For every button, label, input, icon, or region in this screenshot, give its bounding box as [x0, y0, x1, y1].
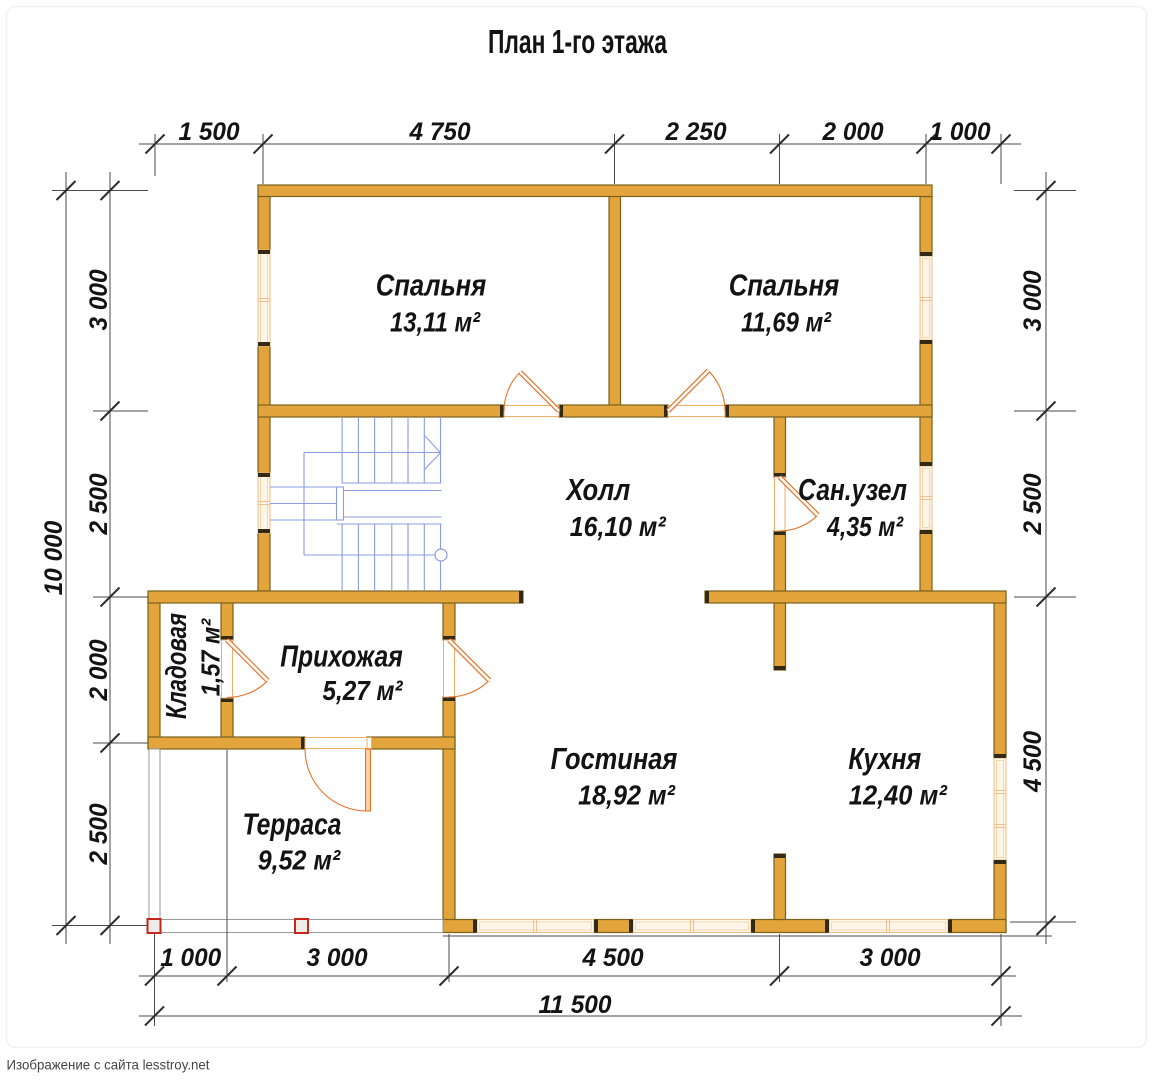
svg-text:3 000: 3 000 [85, 269, 113, 330]
svg-text:1 000: 1 000 [160, 944, 221, 972]
svg-text:3 000: 3 000 [1019, 270, 1047, 331]
svg-text:Спальня: Спальня [376, 268, 487, 303]
svg-text:2 500: 2 500 [85, 803, 113, 865]
svg-text:3 000: 3 000 [307, 944, 368, 972]
svg-text:2 500: 2 500 [1019, 473, 1047, 535]
svg-text:2 250: 2 250 [665, 118, 727, 146]
svg-text:2 000: 2 000 [822, 118, 884, 146]
svg-text:Кухня: Кухня [848, 741, 921, 776]
svg-text:Терраса: Терраса [243, 807, 342, 842]
svg-text:Сан.узел: Сан.узел [798, 472, 907, 507]
svg-text:1 500: 1 500 [179, 118, 240, 146]
svg-text:1 000: 1 000 [930, 118, 991, 146]
svg-text:Спальня: Спальня [729, 268, 840, 303]
svg-text:Гостиная: Гостиная [551, 741, 678, 776]
svg-text:2 000: 2 000 [85, 639, 113, 701]
svg-text:4 750: 4 750 [409, 118, 471, 146]
svg-text:11,69 м²: 11,69 м² [741, 306, 832, 337]
svg-text:12,40 м²: 12,40 м² [849, 780, 948, 811]
svg-text:13,11 м²: 13,11 м² [390, 306, 481, 337]
svg-text:Изображение с сайта lesstroy.n: Изображение с сайта lesstroy.net [7, 1057, 210, 1073]
svg-text:5,27 м²: 5,27 м² [323, 675, 404, 706]
svg-text:1,57 м²: 1,57 м² [196, 618, 226, 697]
svg-text:4 500: 4 500 [1019, 731, 1047, 793]
svg-text:4 500: 4 500 [582, 944, 644, 972]
svg-text:4,35 м²: 4,35 м² [826, 511, 903, 542]
svg-text:11 500: 11 500 [539, 991, 612, 1019]
svg-text:2 500: 2 500 [85, 473, 113, 535]
svg-text:16,10 м²: 16,10 м² [570, 511, 666, 542]
svg-text:9,52 м²: 9,52 м² [258, 845, 341, 876]
svg-text:3 000: 3 000 [860, 944, 921, 972]
svg-text:Прихожая: Прихожая [280, 639, 403, 674]
svg-text:Холл: Холл [565, 472, 630, 507]
svg-text:10 000: 10 000 [40, 521, 68, 596]
svg-text:Кладовая: Кладовая [161, 613, 193, 719]
svg-text:18,92 м²: 18,92 м² [578, 780, 675, 811]
svg-text:План 1-го этажа: План 1-го этажа [488, 23, 667, 60]
